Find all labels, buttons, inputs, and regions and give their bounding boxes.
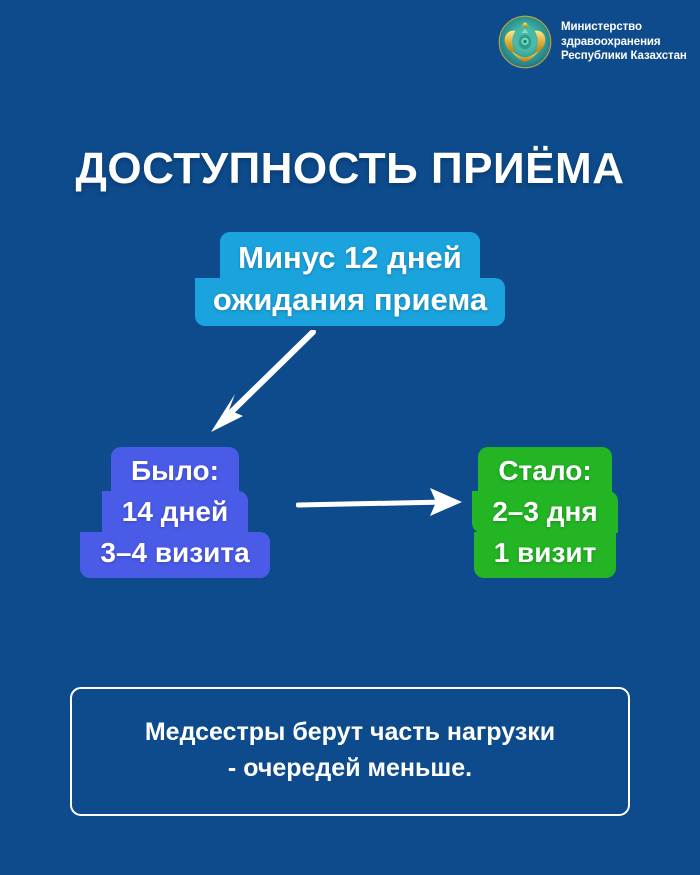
arrow-right-icon bbox=[295, 480, 468, 526]
after-metric-2: 1 визит bbox=[473, 532, 617, 578]
footer-note: Медсестры берут часть нагрузки - очереде… bbox=[70, 687, 630, 816]
highlight-callout: Минус 12 дней ожидания приема bbox=[0, 232, 700, 326]
before-block: Было: 14 дней 3–4 визита bbox=[60, 447, 290, 578]
before-metric-2: 3–4 визита bbox=[80, 532, 270, 578]
callout-line-2: ожидания приема bbox=[194, 278, 506, 326]
ministry-line-3: Республики Казахстан bbox=[561, 50, 687, 63]
callout-line-1: Минус 12 дней bbox=[220, 232, 480, 279]
after-heading: Стало: bbox=[478, 447, 612, 492]
after-block: Стало: 2–3 дня 1 визит bbox=[450, 447, 640, 578]
page-title: ДОСТУПНОСТЬ ПРИЁМА bbox=[75, 144, 625, 194]
kazakhstan-coat-of-arms-icon bbox=[497, 14, 553, 70]
after-metric-1: 2–3 дня bbox=[472, 491, 618, 533]
ministry-line-1: Министерство bbox=[561, 20, 642, 33]
footer-line-2: - очередей меньше. bbox=[227, 753, 473, 782]
ministry-logo: Министерство здравоохранения Республики … bbox=[497, 14, 687, 70]
before-metric-1: 14 дней bbox=[101, 491, 249, 533]
before-heading: Было: bbox=[111, 447, 239, 492]
arrow-down-left-icon bbox=[185, 329, 320, 440]
ministry-name: Министерство здравоохранения Республики … bbox=[561, 20, 687, 64]
footer-line-1: Медсестры берут часть нагрузки bbox=[144, 718, 556, 746]
ministry-line-2: здравоохранения bbox=[561, 35, 661, 48]
